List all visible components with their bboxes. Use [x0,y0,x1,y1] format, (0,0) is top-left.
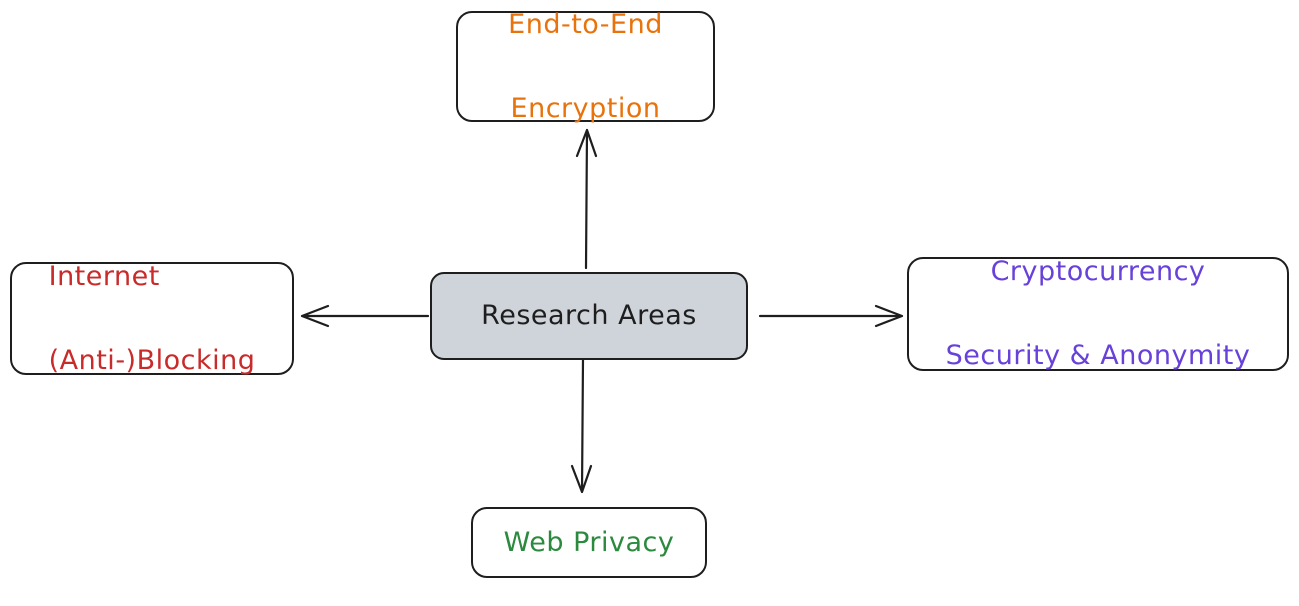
internet-anti-blocking-line-1: Internet [48,260,160,292]
mind-map-diagram: Research Areas End-to-End Encryption Int… [10,9,1289,578]
internet-anti-blocking-node: Internet (Anti-)Blocking [10,261,294,376]
arrow-to-internet-anti-blocking [300,304,430,328]
end-to-end-encryption-line-1: End-to-End [508,8,663,40]
cryptocurrency-security-line-1: Cryptocurrency [990,256,1206,287]
end-to-end-encryption-node: End-to-End Encryption [456,9,715,124]
arrow-to-web-privacy [570,356,593,494]
diagram-edges [300,128,904,494]
web-privacy-label: Web Privacy [504,480,675,606]
cryptocurrency-security-line-2: Security & Anonymity [945,340,1251,371]
web-privacy-text: Web Privacy [503,526,675,558]
research-areas-node: Research Areas [430,272,748,360]
arrow-to-end-to-end-encryption [575,128,598,270]
end-to-end-encryption-line-2: Encryption [510,92,661,124]
cryptocurrency-security-node: Cryptocurrency Security & Anonymity [907,256,1289,371]
end-to-end-encryption-label: End-to-End Encryption [508,0,663,172]
internet-anti-blocking-line-2: (Anti-)Blocking [48,344,256,376]
research-areas-label: Research Areas [481,253,697,379]
web-privacy-node: Web Privacy [471,507,707,578]
cryptocurrency-security-label: Cryptocurrency Security & Anonymity [946,209,1251,419]
arrow-to-cryptocurrency-security [758,304,904,328]
internet-anti-blocking-label: Internet (Anti-)Blocking [49,214,256,424]
research-areas-text: Research Areas [481,300,697,331]
